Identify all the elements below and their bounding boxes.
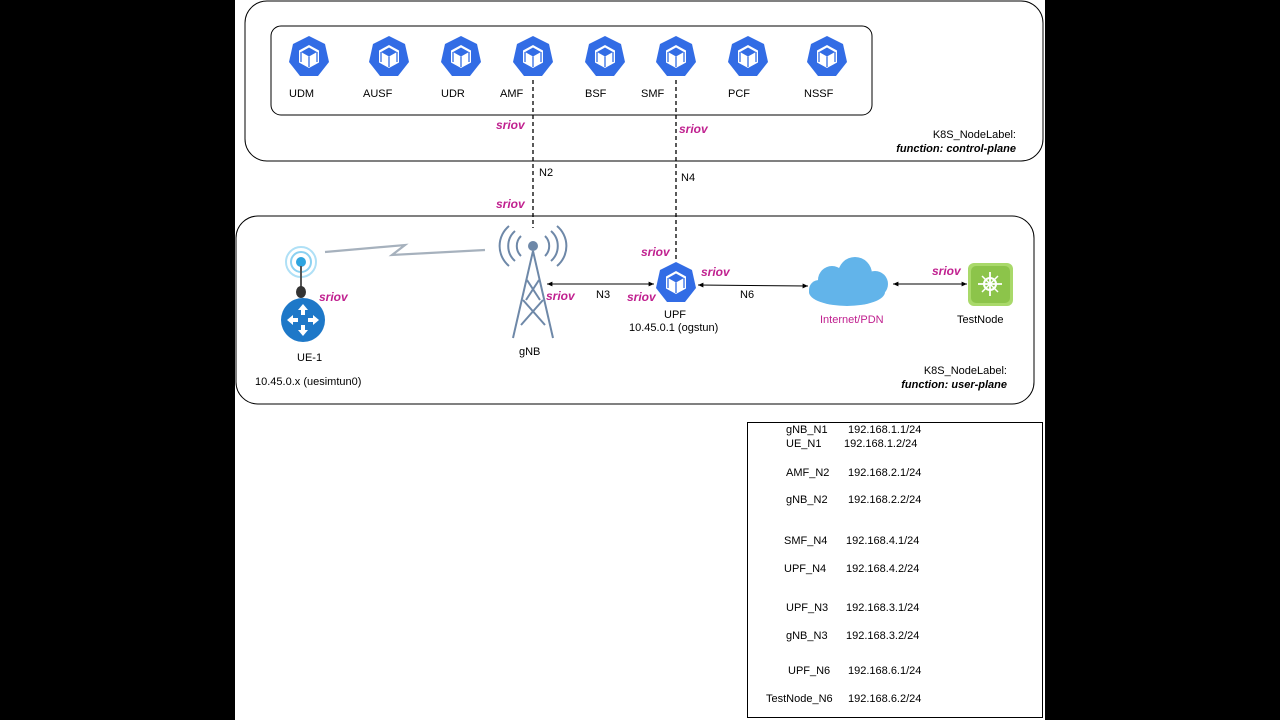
interface-name: UPF_N4 — [784, 563, 827, 575]
user-plane-node — [235, 215, 1035, 405]
table-row: UPF_N6 192.168.6.1/24 — [788, 665, 921, 677]
interface-name: UE_N1 — [786, 438, 822, 450]
interface-name: gNB_N2 — [786, 494, 828, 506]
node-label-value: function: control-plane — [896, 143, 1016, 155]
control-plane-node-label: K8S_NodeLabel: function: control-plane — [896, 128, 1016, 156]
interface-ip: 192.168.2.2/24 — [848, 494, 922, 506]
sriov-label-amf: sriov — [496, 118, 525, 132]
interface-name: TestNode_N6 — [766, 693, 833, 705]
upf-address: 10.45.0.1 (ogstun) — [629, 322, 719, 334]
internet-name: Internet/PDN — [820, 314, 884, 326]
node-label-key: K8S_NodeLabel: — [932, 129, 1016, 141]
sriov-label-testnode: sriov — [932, 264, 961, 278]
table-row: gNB_N1 192.168.1.1/24 — [786, 424, 921, 436]
interface-ip: 192.168.6.1/24 — [848, 665, 922, 677]
ue-address: 10.45.0.x (uesimtun0) — [255, 376, 362, 388]
diagram-canvas: UDM AUSF UDR AMF BSF SMF PCF NSSF K8S_No… — [235, 0, 1045, 720]
interface-ip: 192.168.3.1/24 — [846, 602, 920, 614]
table-row: UE_N1 192.168.1.2/24 — [786, 438, 917, 450]
upf-name: UPF — [664, 309, 686, 321]
pcf-label: PCF — [728, 88, 750, 100]
amf-label: AMF — [500, 88, 524, 100]
interface-name: SMF_N4 — [784, 535, 828, 547]
router-icon — [281, 298, 325, 342]
interface-ip: 192.168.4.1/24 — [846, 535, 920, 547]
interface-name: UPF_N6 — [788, 665, 831, 677]
user-plane-node-label: K8S_NodeLabel: function: user-plane — [901, 364, 1007, 392]
node-label-value: function: user-plane — [901, 379, 1007, 391]
interface-name: AMF_N2 — [786, 467, 830, 479]
udr-label: UDR — [441, 88, 465, 100]
n4-label: N4 — [681, 172, 696, 184]
interface-name: UPF_N3 — [786, 602, 829, 614]
sriov-label-gnb-n2: sriov — [496, 197, 525, 211]
switch-icon — [968, 263, 1013, 306]
control-plane-pod-group — [270, 25, 873, 116]
gnb-name: gNB — [519, 346, 541, 358]
diagram-graphics — [235, 0, 1044, 405]
sriov-label-upf-n3: sriov — [627, 290, 656, 304]
interface-name: gNB_N3 — [786, 630, 828, 642]
ausf-label: AUSF — [363, 88, 393, 100]
udm-label: UDM — [289, 88, 315, 100]
sriov-label-smf: sriov — [679, 122, 708, 136]
radio-link — [324, 243, 486, 257]
sriov-label-gnb-n3: sriov — [546, 289, 575, 303]
sriov-label-ue: sriov — [319, 290, 348, 304]
table-row: gNB_N3 192.168.3.2/24 — [786, 630, 919, 642]
ue-name: UE-1 — [297, 352, 323, 364]
interface-name: gNB_N1 — [786, 424, 828, 436]
nssf-label: NSSF — [804, 88, 834, 100]
interface-ip: 192.168.1.1/24 — [848, 424, 922, 436]
node-label-key: K8S_NodeLabel: — [923, 365, 1007, 377]
cell-tower-icon — [498, 225, 568, 339]
interface-ip: 192.168.4.2/24 — [846, 563, 920, 575]
sriov-label-upf-n4: sriov — [641, 245, 670, 259]
n3-label: N3 — [596, 289, 611, 301]
wireless-signal-icon — [285, 246, 317, 298]
n6-link — [697, 282, 809, 289]
n6-label: N6 — [740, 289, 755, 301]
bsf-label: BSF — [585, 88, 607, 100]
smf-label: SMF — [641, 88, 665, 100]
interface-ip: 192.168.1.2/24 — [844, 438, 918, 450]
interface-ip: 192.168.2.1/24 — [848, 467, 922, 479]
table-row: UPF_N4 192.168.4.2/24 — [784, 563, 919, 575]
table-row: gNB_N2 192.168.2.2/24 — [786, 494, 921, 506]
testnode-name: TestNode — [957, 314, 1004, 326]
table-row: UPF_N3 192.168.3.1/24 — [786, 602, 919, 614]
sriov-label-upf-n6: sriov — [701, 265, 730, 279]
cloud-icon — [809, 257, 888, 306]
table-row: SMF_N4 192.168.4.1/24 — [784, 535, 919, 547]
n2-label: N2 — [539, 167, 554, 179]
table-row: AMF_N2 192.168.2.1/24 — [786, 467, 921, 479]
interface-ip: 192.168.6.2/24 — [848, 693, 922, 705]
interface-ip: 192.168.3.2/24 — [846, 630, 920, 642]
table-row: TestNode_N6 192.168.6.2/24 — [766, 693, 921, 705]
